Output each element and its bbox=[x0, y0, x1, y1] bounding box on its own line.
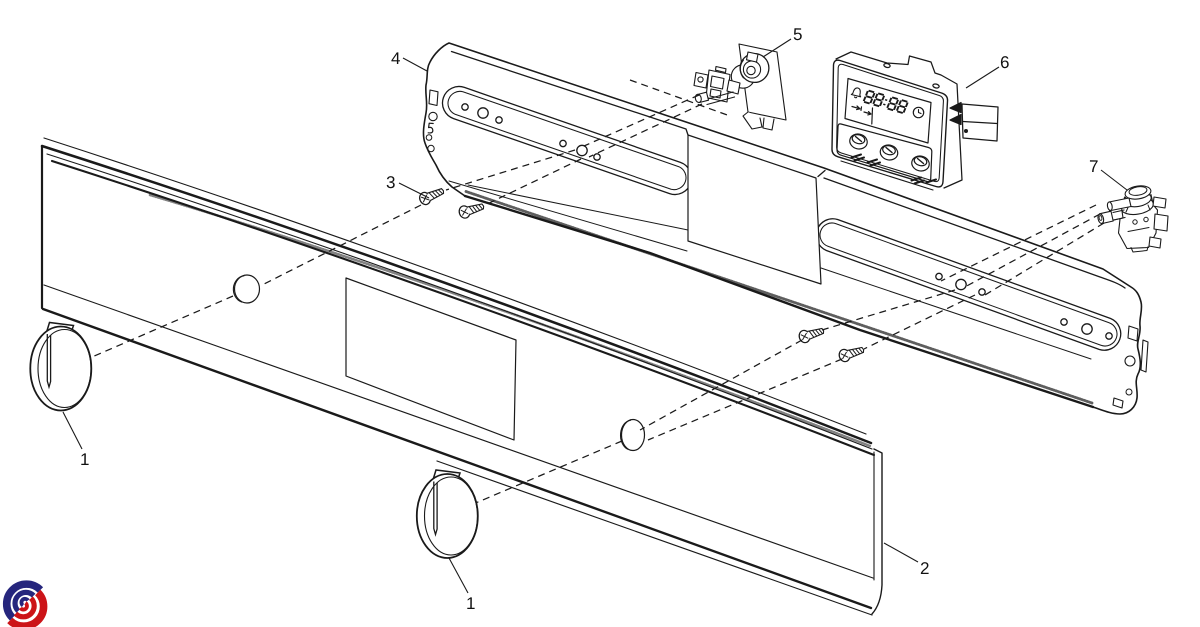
svg-text:1: 1 bbox=[466, 594, 476, 613]
svg-text:4: 4 bbox=[391, 49, 401, 68]
svg-text:3: 3 bbox=[386, 173, 396, 192]
svg-text:1: 1 bbox=[80, 450, 90, 469]
svg-text:2: 2 bbox=[920, 559, 930, 578]
svg-text:6: 6 bbox=[1000, 53, 1010, 72]
svg-text:7: 7 bbox=[1089, 157, 1099, 176]
svg-text:5: 5 bbox=[793, 25, 803, 44]
